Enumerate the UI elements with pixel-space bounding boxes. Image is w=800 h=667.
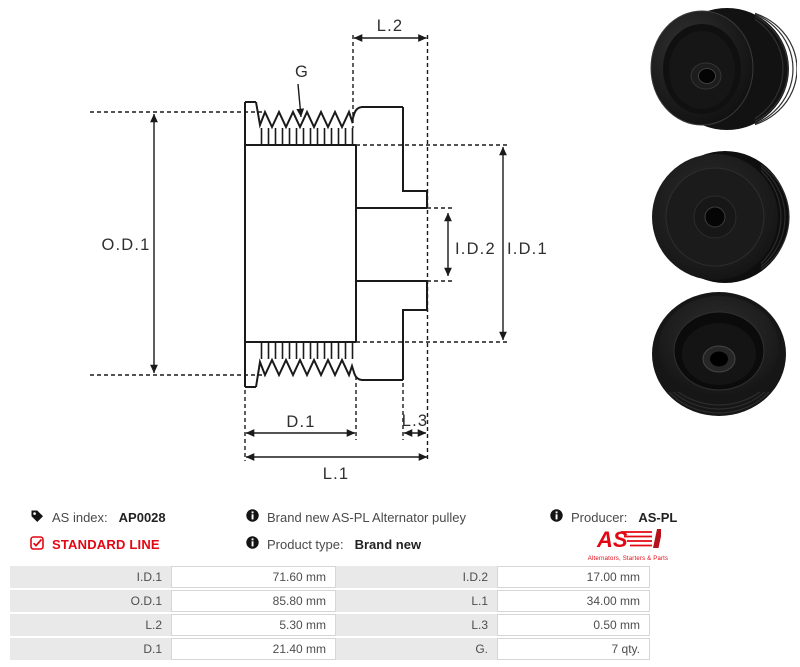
dim-label-l3: L.3 (402, 412, 429, 430)
photo-pulley-angled-front (650, 8, 797, 130)
producer-label: Producer: (571, 509, 628, 525)
as-index-value: AP0028 (118, 510, 166, 525)
spec-table: I.D.1 71.60 mm I.D.2 17.00 mm O.D.1 85.8… (10, 566, 650, 660)
table-cell-value: 34.00 mm (497, 590, 650, 612)
as-logo-mark: AS (596, 527, 663, 552)
table-cell-value: 21.40 mm (171, 638, 336, 660)
standard-line-check-icon (30, 536, 44, 553)
dim-label-id1: I.D.1 (507, 240, 548, 258)
photo-pulley-front (652, 151, 790, 283)
construction-lines (90, 35, 508, 461)
table-cell-value: 0.50 mm (497, 614, 650, 636)
table-cell-label: O.D.1 (10, 590, 171, 612)
info-icon (246, 536, 259, 552)
photo-pulley-angled-back (652, 292, 786, 416)
as-index-label: AS index: (52, 510, 108, 525)
table-cell-value: 71.60 mm (171, 566, 336, 588)
product-description: Brand new AS-PL Alternator pulley (267, 509, 466, 525)
pulley-technical-drawing: G L.2 O.D.1 I.D.2 I.D.1 D.1 L.3 L.1 (90, 17, 548, 483)
svg-text:AS: AS (596, 527, 628, 551)
producer-row: Producer: AS-PL (550, 509, 677, 525)
info-icon (246, 509, 259, 525)
tag-icon (30, 509, 44, 526)
dim-label-od1: O.D.1 (101, 236, 150, 254)
dim-label-id2: I.D.2 (455, 240, 496, 258)
as-logo-subtext: Alternators, Starters & Parts (587, 556, 669, 562)
dim-label-g: G (295, 63, 309, 81)
product-photos (650, 8, 797, 416)
dim-label-d1: D.1 (286, 413, 315, 431)
as-pl-logo: AS Alternators, Starters & Parts (585, 527, 671, 562)
info-icon (550, 509, 563, 525)
standard-line-label: STANDARD LINE (52, 537, 160, 552)
as-index-row: AS index: AP0028 (30, 509, 166, 526)
table-cell-value: 85.80 mm (171, 590, 336, 612)
product-type-label: Product type: (267, 536, 344, 552)
standard-line-row: STANDARD LINE (30, 536, 160, 553)
rib-walls (260, 128, 354, 359)
table-cell-label: G. (336, 638, 497, 660)
table-cell-label: L.3 (336, 614, 497, 636)
product-type-value: Brand new (354, 536, 422, 552)
dim-label-l2: L.2 (377, 17, 404, 35)
table-cell-label: L.2 (10, 614, 171, 636)
table-cell-label: I.D.1 (10, 566, 171, 588)
producer-value: AS-PL (638, 509, 678, 525)
dim-label-l1: L.1 (323, 465, 350, 483)
dimension-lines (150, 34, 507, 461)
table-cell-label: I.D.2 (336, 566, 497, 588)
product-type-row: Product type: Brand new (246, 536, 421, 552)
description-row: Brand new AS-PL Alternator pulley (246, 509, 466, 525)
table-cell-label: L.1 (336, 590, 497, 612)
table-cell-value: 7 qty. (497, 638, 650, 660)
table-cell-value: 17.00 mm (497, 566, 650, 588)
table-cell-label: D.1 (10, 638, 171, 660)
table-cell-value: 5.30 mm (171, 614, 336, 636)
